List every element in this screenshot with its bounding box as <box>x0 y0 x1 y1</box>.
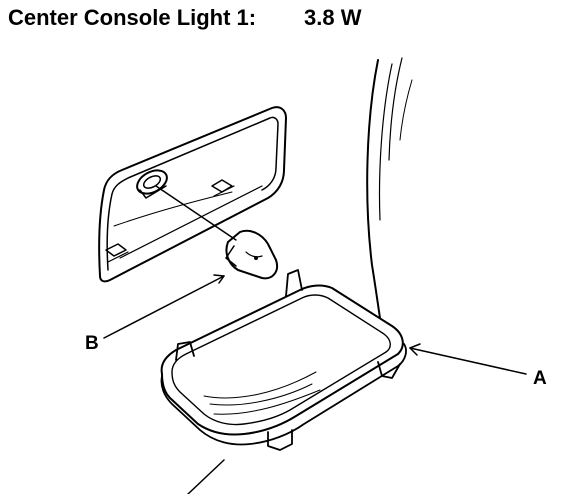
callout-a: A <box>533 368 547 389</box>
leader-lines <box>103 274 527 494</box>
callout-b: B <box>85 333 99 354</box>
lens-cover <box>160 269 407 451</box>
diagram-title: Center Console Light 1: 3.8 W <box>8 5 361 31</box>
title-wattage: 3.8 W <box>304 5 362 30</box>
console-panel-edge <box>366 57 413 319</box>
wedge-bulb <box>155 185 278 280</box>
title-label: Center Console Light 1: <box>8 5 257 30</box>
light-housing <box>98 106 287 283</box>
